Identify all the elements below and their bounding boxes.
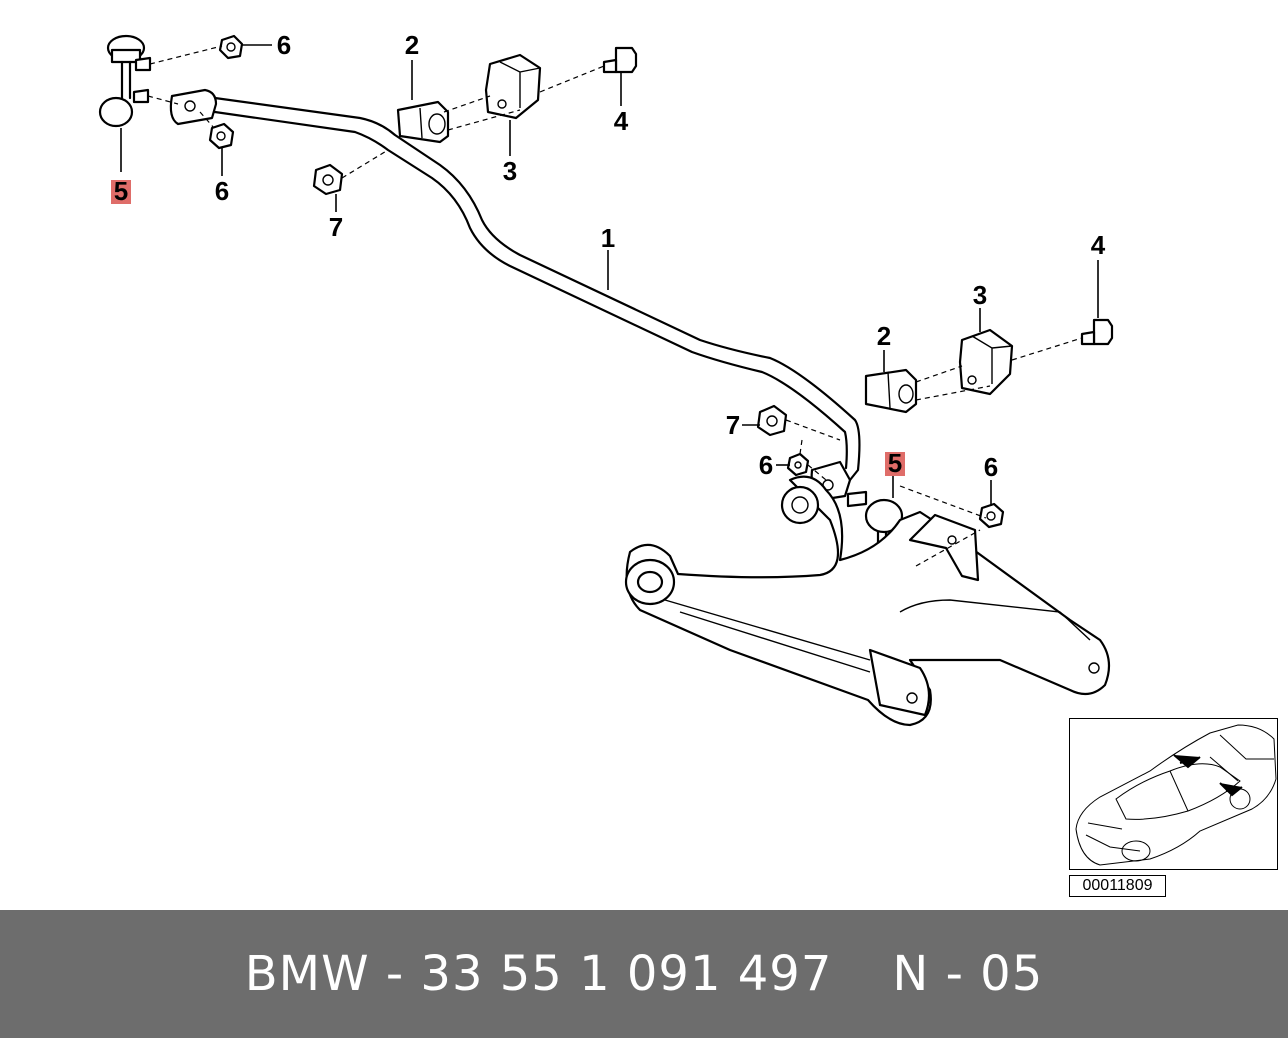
control-arm [624, 475, 1111, 727]
callout-labels: 6 5 6 7 2 3 4 1 2 3 4 7 6 5 6 [111, 30, 1106, 482]
car-outline-icon [1075, 724, 1277, 866]
separator: - [945, 946, 964, 1002]
callout-6: 6 [277, 30, 291, 60]
stabilizer-bar [169, 88, 861, 502]
bolt-left [602, 46, 638, 74]
bolt-right [1080, 318, 1114, 346]
nut-6-top [218, 34, 244, 60]
assembly-lines [147, 45, 1083, 567]
footer-bar: BMW - 33 55 1 091 497 N - 05 [0, 910, 1288, 1038]
nut-7-left [312, 163, 344, 196]
car-locator-inset [1069, 718, 1278, 870]
callout-7: 7 [329, 212, 343, 242]
part-number: 33 55 1 091 497 [420, 946, 833, 1002]
callout-6: 6 [215, 176, 229, 206]
separator: - [385, 946, 405, 1002]
nut-6-center [786, 452, 810, 477]
callout-7: 7 [726, 410, 740, 440]
callout-6: 6 [759, 450, 773, 480]
callout-4: 4 [1091, 230, 1106, 260]
callout-2: 2 [405, 30, 419, 60]
callout-5: 5 [888, 448, 902, 478]
highlight-5-right [885, 452, 905, 476]
leader-lines [120, 44, 1099, 506]
parts-diagram: 6 5 6 7 2 3 4 1 2 3 4 7 6 5 6 [98, 30, 1114, 727]
brand-name: BMW [244, 946, 370, 1002]
callout-2: 2 [877, 321, 891, 351]
callout-5: 5 [114, 176, 128, 206]
bracket-left [484, 53, 542, 120]
nut-7-right [756, 404, 788, 437]
callout-4: 4 [614, 106, 629, 136]
callout-3: 3 [973, 280, 987, 310]
callout-1: 1 [601, 223, 615, 253]
bracket-right [958, 328, 1014, 396]
code-prefix: N [892, 946, 930, 1002]
nut-6-lower [208, 122, 235, 150]
callout-3: 3 [503, 156, 517, 186]
callout-6: 6 [984, 452, 998, 482]
highlight-5-left [111, 180, 131, 204]
rubber-mounting-left [396, 100, 450, 144]
code-value: 05 [980, 946, 1044, 1002]
diagram-id-label: 00011809 [1069, 875, 1166, 897]
stabilizer-link-left [98, 34, 152, 128]
rubber-mounting-right [864, 368, 918, 414]
nut-6-right [978, 502, 1005, 529]
